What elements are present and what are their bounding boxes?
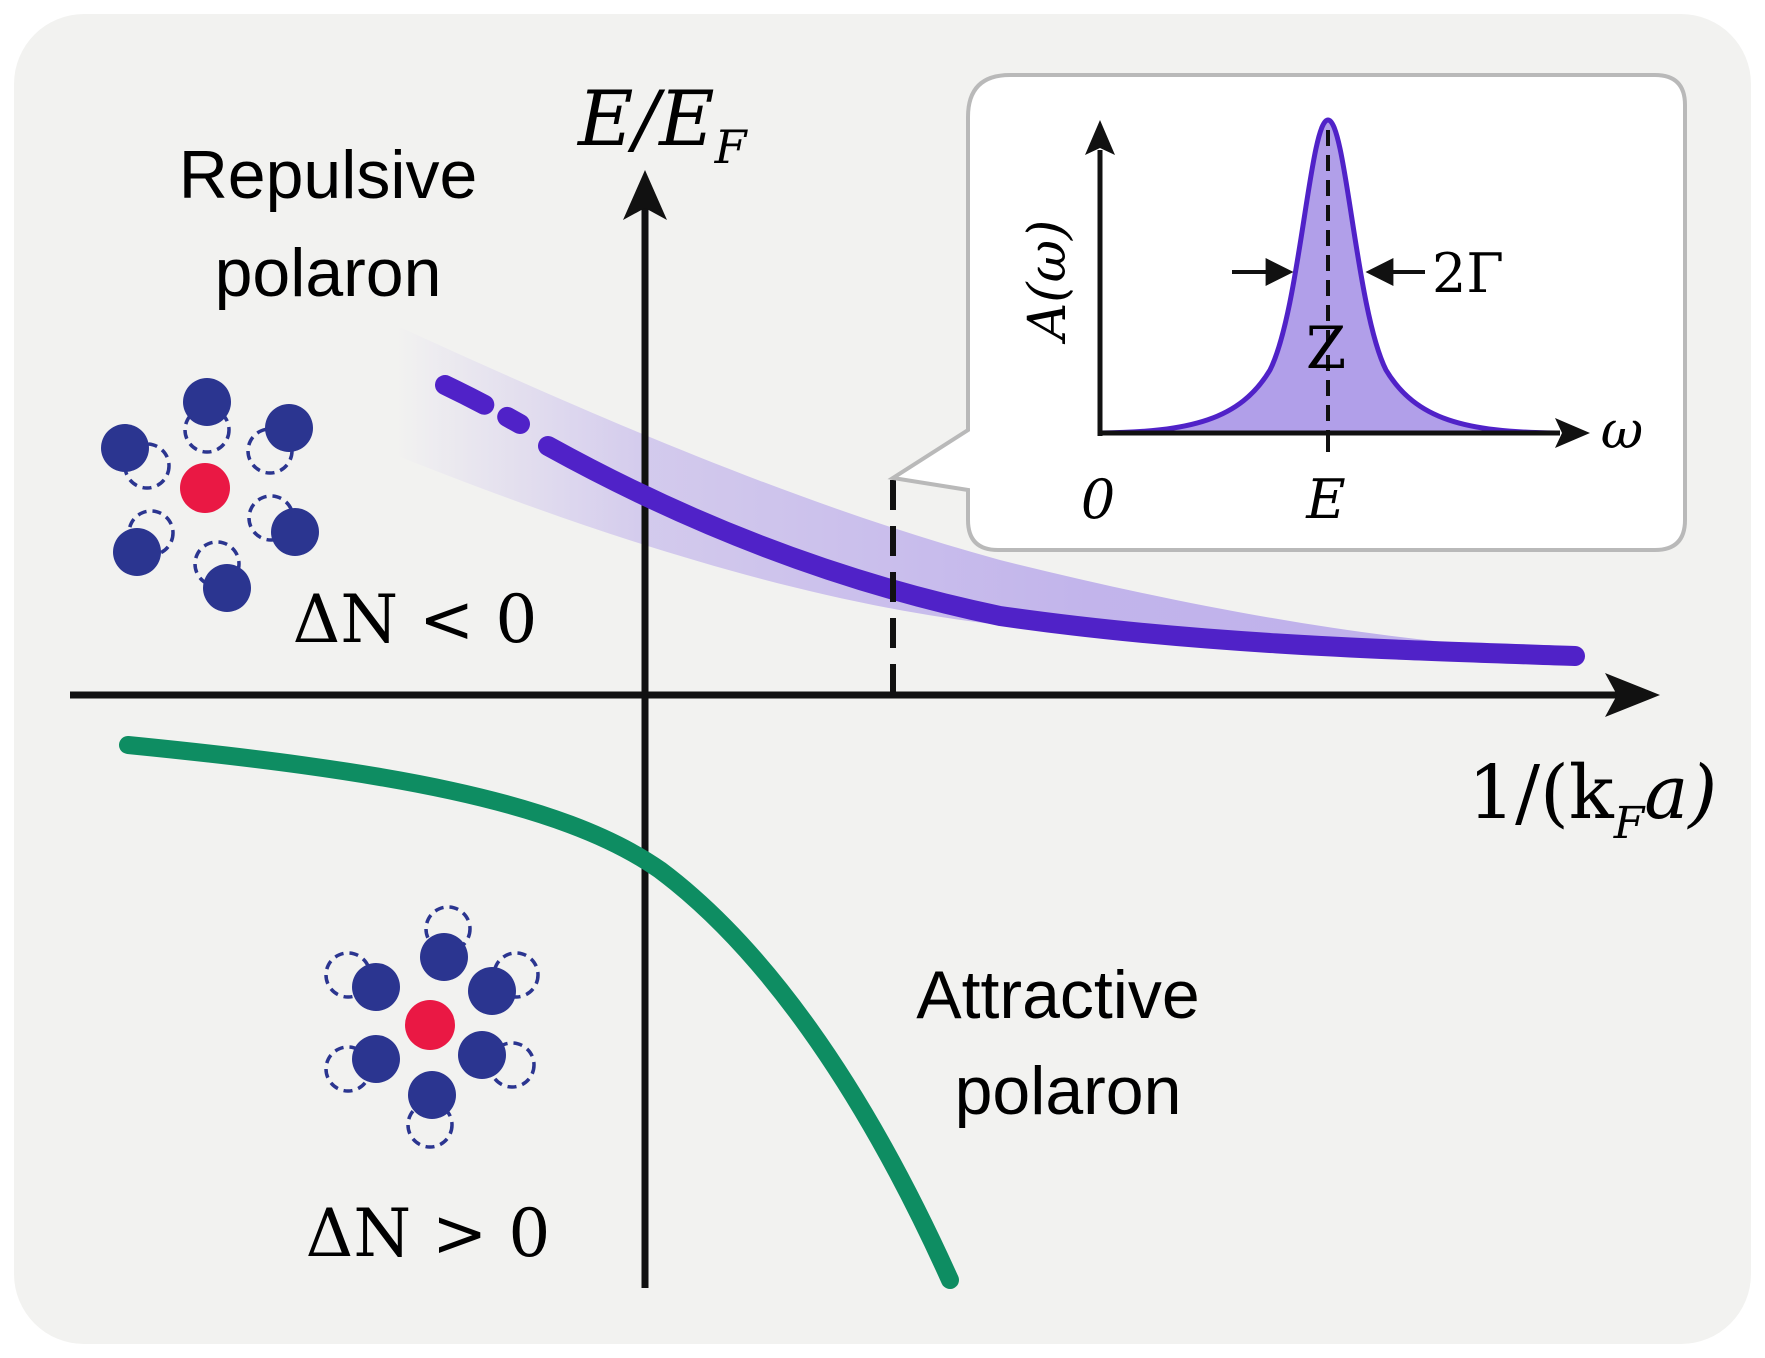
repulsive-atom-cluster xyxy=(101,378,319,612)
inset-x-arrowhead xyxy=(1555,418,1590,448)
attractive-atom xyxy=(420,933,468,981)
inset-tick-zero-label: 0 xyxy=(1081,468,1115,531)
spectral-peak-outline xyxy=(1099,117,1557,436)
attractive-atom-cluster xyxy=(324,905,540,1149)
inset-x-label: ω xyxy=(1601,401,1643,461)
spectral-peak-fill xyxy=(1100,120,1556,433)
inset-y-label: A(ω) xyxy=(1018,220,1078,345)
attractive-label-line1: Attractive xyxy=(916,957,1199,1033)
repulsive-polaron-dashed-segment xyxy=(435,375,530,434)
repulsive-atom xyxy=(113,528,161,576)
attractive-label-line2: polaron xyxy=(955,1053,1182,1129)
repulsive-polaron-curve xyxy=(538,436,1585,666)
attractive-atom xyxy=(352,963,400,1011)
repulsive-atom xyxy=(203,564,251,612)
x-axis-label-subscript: F xyxy=(1613,798,1646,849)
repulsive-impurity xyxy=(180,463,230,513)
repulsive-atom xyxy=(265,404,313,452)
repulsive-ghost-atom xyxy=(183,406,231,454)
repulsive-label-line2: polaron xyxy=(215,235,442,311)
attractive-impurity xyxy=(405,1000,455,1050)
attractive-polaron-curve xyxy=(119,736,959,1289)
x-axis-arrowhead xyxy=(1605,673,1660,717)
repulsive-delta-n: ΔN < 0 xyxy=(293,581,538,658)
y-axis-label-subscript: F xyxy=(714,120,749,174)
attractive-delta-n: ΔN > 0 xyxy=(306,1195,551,1272)
attractive-ghost-atom xyxy=(406,1101,454,1149)
repulsive-atom xyxy=(183,378,231,426)
quasiparticle-weight-label: Z xyxy=(1306,314,1346,382)
width-label: 2Γ xyxy=(1432,242,1504,305)
attractive-atom xyxy=(468,967,516,1015)
y-axis-arrowhead xyxy=(623,170,667,220)
attractive-atom xyxy=(352,1035,400,1083)
x-axis-label: 1/(kFa) xyxy=(1468,750,1717,849)
repulsive-label-line1: Repulsive xyxy=(179,137,478,213)
y-axis-label: E/EF xyxy=(576,74,749,174)
attractive-atom xyxy=(458,1031,506,1079)
attractive-atom xyxy=(408,1071,456,1119)
repulsive-atom xyxy=(271,508,319,556)
repulsive-atom xyxy=(101,424,149,472)
inset-y-arrowhead xyxy=(1085,120,1115,155)
inset-tick-e-label: E xyxy=(1305,468,1345,531)
